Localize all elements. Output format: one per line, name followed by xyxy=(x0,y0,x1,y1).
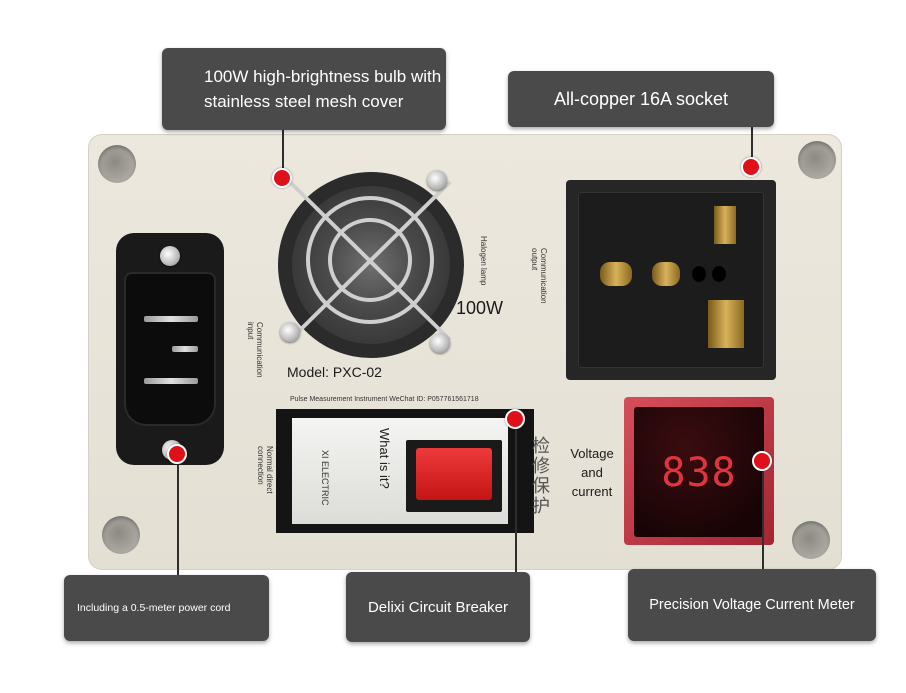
mounting-hole-bottom-left xyxy=(102,516,140,554)
screw-icon xyxy=(280,322,300,342)
leader-line xyxy=(762,462,764,570)
model-label: Model: PXC-02 xyxy=(287,364,382,380)
wechat-id-label: Pulse Measurement Instrument WeChat ID: … xyxy=(290,396,479,403)
socket-hole xyxy=(692,266,706,282)
marker-dot xyxy=(752,451,772,471)
inlet-pin xyxy=(144,378,198,384)
power-inlet-socket xyxy=(124,272,216,426)
marker-dot xyxy=(272,168,292,188)
lamp-power-label: 100W xyxy=(456,298,504,318)
callout-bulb-text: 100W high-brightness bulb with stainless… xyxy=(204,67,442,111)
socket-contact xyxy=(714,206,736,244)
screw-icon xyxy=(160,246,180,266)
inlet-pin xyxy=(144,316,198,322)
leader-line xyxy=(282,128,284,178)
mounting-hole-top-right xyxy=(798,141,836,179)
meter-display xyxy=(634,407,764,537)
callout-meter-text: Precision Voltage Current Meter xyxy=(649,597,855,613)
leader-line xyxy=(751,126,753,168)
halogen-lamp-label: Halogen lamp xyxy=(479,236,488,286)
meter-reading: 838 xyxy=(661,450,737,496)
callout-meter: Precision Voltage Current Meter xyxy=(628,569,876,641)
socket-contact xyxy=(652,262,680,286)
leader-line xyxy=(177,455,179,575)
callout-socket-text: All-copper 16A socket xyxy=(553,88,729,109)
mounting-hole-top-left xyxy=(98,145,136,183)
chinese-vertical-label: 检修保护 xyxy=(532,436,550,516)
communication-input-label: Communication input xyxy=(245,322,264,378)
socket-contact xyxy=(600,262,632,286)
leader-line xyxy=(515,420,517,572)
callout-breaker-text: Delixi Circuit Breaker xyxy=(367,598,509,616)
communication-output-label: Communication output xyxy=(529,248,548,304)
breaker-toggle[interactable] xyxy=(416,448,492,500)
callout-bulb: 100W high-brightness bulb with stainless… xyxy=(162,48,446,130)
mounting-hole-bottom-right xyxy=(792,521,830,559)
marker-dot xyxy=(505,409,525,429)
socket-hole xyxy=(712,266,726,282)
inlet-pin xyxy=(172,346,198,352)
mesh-grill-icon xyxy=(288,180,452,342)
socket-contact xyxy=(708,300,744,348)
breaker-brand-label: XI ELECTRIC xyxy=(320,450,330,506)
marker-dot xyxy=(741,157,761,177)
normal-direct-connection-label: Normal direct connection xyxy=(255,446,274,494)
screw-icon xyxy=(430,333,450,353)
screw-icon xyxy=(427,170,447,190)
voltage-current-label: Voltage and current xyxy=(570,446,614,499)
callout-power-cord-text: Including a 0.5-meter power cord xyxy=(77,602,231,614)
breaker-overlay-text: What is it? xyxy=(377,428,392,489)
callout-power-cord: Including a 0.5-meter power cord xyxy=(64,575,269,641)
callout-socket: All-copper 16A socket xyxy=(508,71,774,127)
callout-breaker: Delixi Circuit Breaker xyxy=(346,572,530,642)
marker-dot xyxy=(167,444,187,464)
